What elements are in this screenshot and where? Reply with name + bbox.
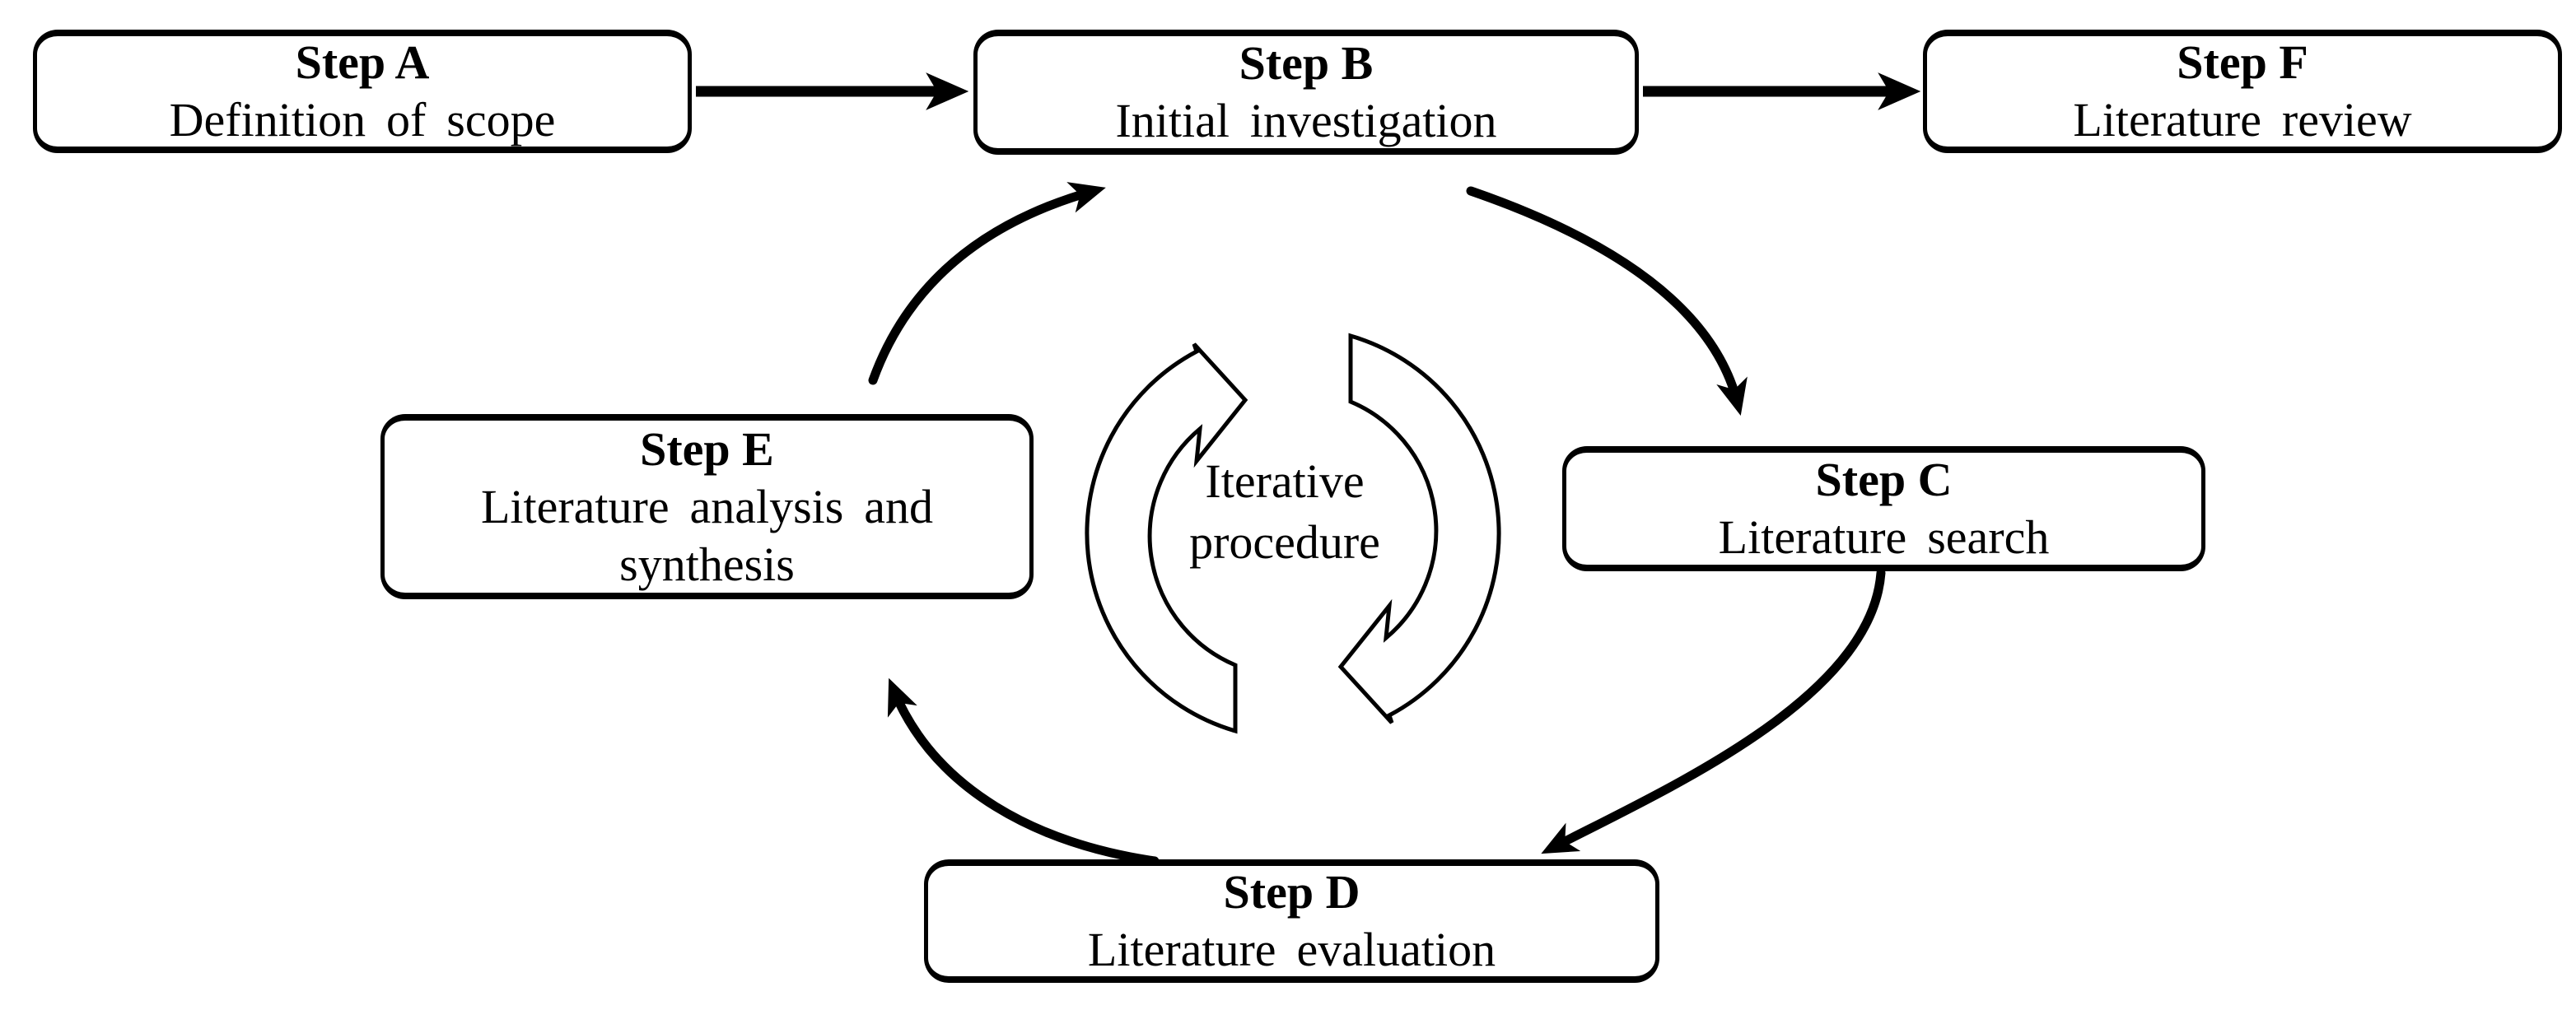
step-d-title: Step D xyxy=(1223,865,1360,919)
step-e-box: Step E Literature analysis and synthesis xyxy=(380,414,1034,599)
step-f-title: Step F xyxy=(2177,35,2308,89)
step-e-title: Step E xyxy=(640,421,774,476)
step-e-label-line-2: synthesis xyxy=(619,537,795,591)
step-b-title: Step B xyxy=(1239,36,1374,90)
step-c-title: Step C xyxy=(1815,453,1953,506)
step-c-box: Step C Literature search xyxy=(1562,446,2205,571)
curved-arrow-c-to-d-icon xyxy=(1541,568,1886,854)
iterative-procedure-label: Iterative procedure xyxy=(1112,451,1458,573)
step-b-label: Initial investigation xyxy=(1115,94,1497,147)
step-e-label-line-1: Literature analysis and xyxy=(480,479,934,533)
step-f-label: Literature review xyxy=(2073,93,2412,147)
step-d-label: Literature evaluation xyxy=(1087,923,1496,976)
iterative-cycle-arrow-right-icon xyxy=(1337,333,1501,724)
step-a-label: Definition of scope xyxy=(169,93,556,147)
curved-arrow-b-to-c-icon xyxy=(1466,186,1748,416)
step-d-box: Step D Literature evaluation xyxy=(924,859,1659,983)
step-f-box: Step F Literature review xyxy=(1923,30,2562,153)
curved-arrow-d-to-e-icon xyxy=(887,677,1160,866)
iterative-cycle-arrow-left-icon xyxy=(1085,342,1248,734)
curved-arrow-e-to-b-icon xyxy=(868,182,1106,385)
step-a-title: Step A xyxy=(295,35,430,89)
step-c-label: Literature search xyxy=(1718,510,2050,564)
iterative-procedure-line-1: Iterative xyxy=(1205,454,1365,508)
step-a-box: Step A Definition of scope xyxy=(33,30,692,153)
iterative-procedure-line-2: procedure xyxy=(1189,515,1380,569)
step-b-box: Step B Initial investigation xyxy=(973,30,1639,155)
